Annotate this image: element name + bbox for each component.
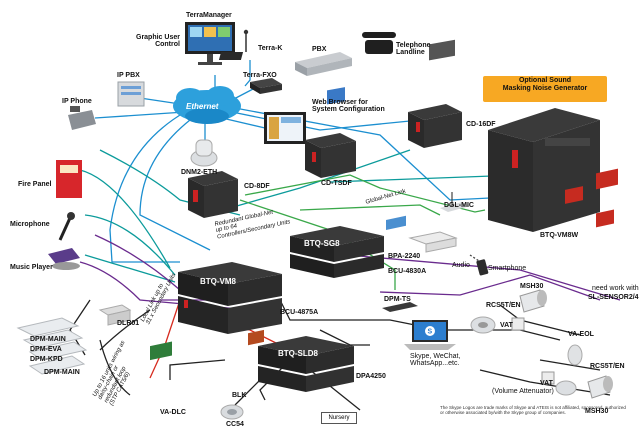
vat-bottom-module xyxy=(541,371,555,385)
laptop-skype: S xyxy=(404,320,456,350)
dpm-ts-touch-panel xyxy=(382,215,418,312)
ip-pbx-label: IP PBX xyxy=(117,72,140,79)
btq-sg8-rack xyxy=(290,226,384,278)
ip-phone xyxy=(68,106,96,130)
fire-panel xyxy=(56,160,82,198)
nursery-box: Nursery xyxy=(321,412,357,424)
bpa-2240-unit xyxy=(408,231,458,253)
va-eol-label: VA-EOL xyxy=(568,331,594,338)
pbx-switch xyxy=(295,52,352,76)
fire-panel-label: Fire Panel xyxy=(18,181,52,188)
va-eol-board-lower xyxy=(596,209,614,228)
dgl-mic-paging xyxy=(440,192,470,212)
terra-k-label: Terra-K xyxy=(258,45,283,52)
dnm2-label: DNM2-ETH xyxy=(181,169,218,176)
microphone-handheld xyxy=(58,212,75,241)
msh30-bottom-label: MSH30 xyxy=(585,408,609,415)
cable-terrak xyxy=(244,60,251,87)
ethernet-label: Ethernet xyxy=(186,102,219,111)
web-browser-label: Web Browser for System Configuration xyxy=(312,99,385,114)
need-work-label: need work with xyxy=(592,285,639,292)
va-dlc-board xyxy=(150,341,172,361)
vat-top-module xyxy=(511,317,525,331)
dpm-main2-label: DPM-MAIN xyxy=(44,369,80,376)
msh30-horn-bottom xyxy=(587,375,613,399)
ethernet-cloud xyxy=(173,86,241,124)
cc54-ceiling-speaker xyxy=(220,404,244,420)
msh30-horn-top xyxy=(519,289,547,313)
cd-8df-label: CD-8DF xyxy=(244,183,270,190)
cd-16df-unit xyxy=(408,39,462,148)
cable-ipphone xyxy=(94,111,186,119)
rcs5t-en-top-label: RCS5T/EN xyxy=(486,302,521,309)
btq-vm8w-label: BTQ-VM8W xyxy=(540,232,579,239)
dlr01-label: DLR01 xyxy=(117,320,140,327)
vat-top-label: VAT xyxy=(500,322,513,329)
ceiling-speaker-top xyxy=(470,316,496,334)
btq-sg8-label: BTQ-SG8 xyxy=(304,239,340,248)
terra-fxo-label: Terra-FXO xyxy=(243,72,277,79)
dlr01-module xyxy=(98,304,132,326)
dnm2-eth-device xyxy=(190,139,218,167)
bcu-4875a-label: BCU-4875A xyxy=(280,309,319,316)
bpa-2240-label: BPA-2240 xyxy=(388,253,421,260)
va-eol-board xyxy=(565,186,583,204)
rcs5t-en-bottom-label: RCS5T/EN xyxy=(590,363,625,370)
cc54-label: CC54 xyxy=(226,421,244,428)
sl-sensor-label: SL-SENSOR2/4 xyxy=(588,294,639,301)
skype-trademark-footnote: The Skype Logos are trade marks of Skype… xyxy=(440,405,626,416)
dpm-ts-label: DPM-TS xyxy=(384,296,411,303)
skype-label: Skype, WeChat, WhatsApp...etc. xyxy=(410,353,461,368)
telephone-landline xyxy=(362,32,396,54)
btq-vm8-label: BTQ-VM8 xyxy=(200,277,236,286)
dpm-eva-label: DPM-EVA xyxy=(30,346,62,353)
smartphone xyxy=(476,259,489,276)
ip-pbx-server xyxy=(117,81,145,107)
dpa4250-label: DPA4250 xyxy=(356,373,386,380)
graphic-user-control-monitor xyxy=(185,22,235,65)
pbx-label: PBX xyxy=(312,46,327,53)
dpm-main-label: DPM-MAIN xyxy=(30,336,66,343)
cd-16df-label: CD-16DF xyxy=(466,121,496,128)
terramanager-label: TerraManager xyxy=(186,12,232,19)
web-browser-monitor xyxy=(264,112,306,144)
ceiling-speaker-bottom xyxy=(555,380,577,396)
cd-tsdf-label: CD-TSDF xyxy=(321,180,352,187)
microphone-label: Microphone xyxy=(10,221,50,228)
music-player xyxy=(48,248,80,270)
music-player-label: Music Player xyxy=(10,264,53,271)
ip-phone-label: IP Phone xyxy=(62,98,92,105)
terra-k-mic xyxy=(218,29,249,60)
audio-label: Audio xyxy=(452,262,470,269)
sl-sensor-board xyxy=(596,168,618,190)
msh30-top-label: MSH30 xyxy=(520,283,544,290)
bcu-4830a-label: BCU-4830A xyxy=(388,268,427,275)
vat-note-label: (Volume Attenuator) xyxy=(492,388,554,395)
wall-speaker xyxy=(567,344,583,366)
cable-network xyxy=(69,60,621,411)
vat-bottom-label: VAT xyxy=(540,380,553,387)
btq-sld8-label: BTQ-SLD8 xyxy=(278,349,318,358)
sound-masking-callout: Optional Sound Masking Noise Generator xyxy=(483,76,607,102)
cd-tsdf-unit xyxy=(305,87,356,178)
svg-text:S: S xyxy=(428,329,433,336)
terra-fxo-box xyxy=(250,78,282,94)
dgl-mic-label: DGL-MIC xyxy=(444,202,474,209)
blk-label: BLK xyxy=(232,392,247,399)
cd-8df-unit xyxy=(188,171,238,218)
gui-label: Graphic User Control xyxy=(136,34,180,49)
btq-vm8w-cabinet xyxy=(488,108,600,232)
smartphone-label: Smartphone xyxy=(488,265,527,272)
cable-webbrowser xyxy=(221,117,266,129)
cable-ippbx xyxy=(139,97,181,105)
btq-vm8-rack xyxy=(178,262,282,334)
dpm-kpd-label: DPM-KPD xyxy=(30,356,63,363)
btq-sld8-rack xyxy=(258,336,354,392)
telephone-label: Telephone Landline xyxy=(396,42,431,57)
va-dlc-label: VA-DLC xyxy=(160,409,186,416)
blk-board xyxy=(248,329,264,346)
dpm-keypad-stack xyxy=(16,317,88,375)
